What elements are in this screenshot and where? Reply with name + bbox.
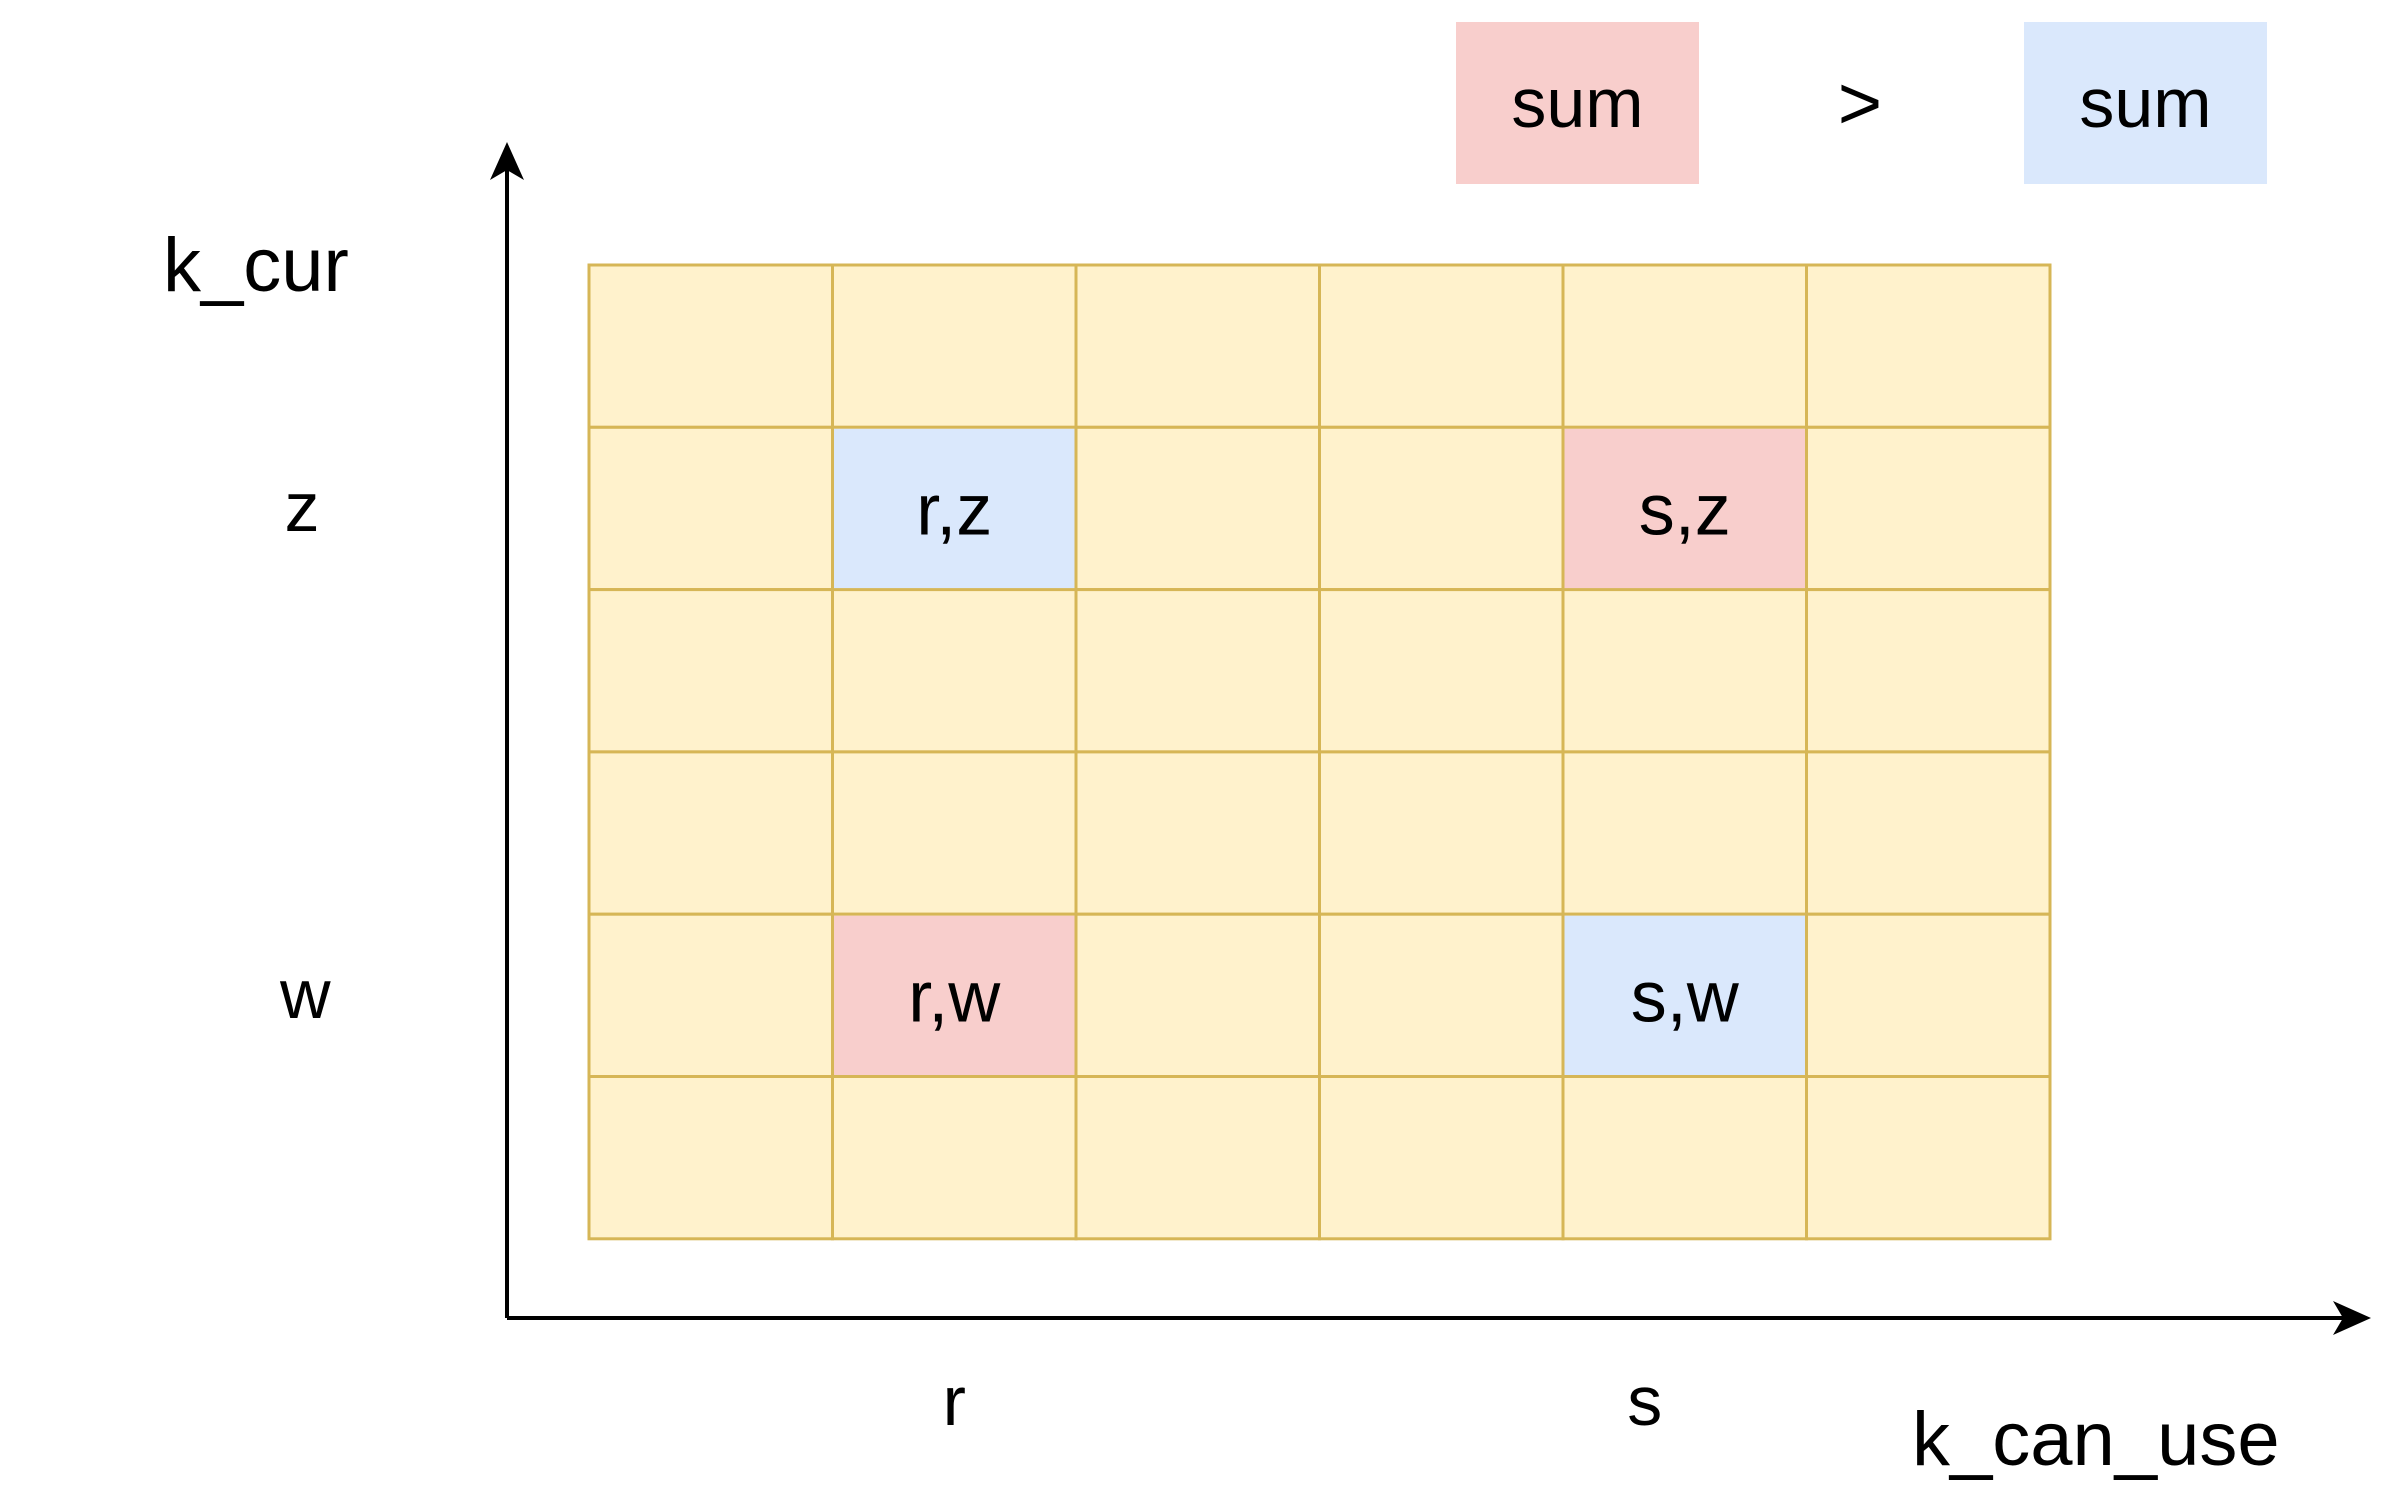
legend-sum-blue: sum <box>2024 22 2267 184</box>
grid-cell-r3-c0 <box>587 750 834 916</box>
grid-cell-r5-c4 <box>1561 1075 1808 1241</box>
legend-greater-than: > <box>1780 22 1940 184</box>
grid-cell-r4-c5 <box>1805 912 2052 1079</box>
grid-cell-r0-c1 <box>831 263 1078 429</box>
grid-cell-r2-c0 <box>587 588 834 754</box>
dp-grid: r,z s,z r,w s,w <box>587 263 2052 1241</box>
grid-cell-r1-c3 <box>1318 425 1565 592</box>
legend-right-label: sum <box>2079 64 2212 142</box>
grid-cell-r1-c2 <box>1074 425 1321 592</box>
highlight-cell-label: r,w <box>908 957 1001 1037</box>
grid-cell-r3-c2 <box>1074 750 1321 916</box>
grid-cell-r2-c4 <box>1561 588 1808 754</box>
grid-cell-r2-c5 <box>1805 588 2052 754</box>
grid-cell-r2-c3 <box>1318 588 1565 754</box>
grid-cell-r2-c1 <box>831 588 1078 754</box>
grid-cell-r4-c0 <box>587 912 834 1079</box>
grid-cell-r4-c2 <box>1074 912 1321 1079</box>
y-tick-label-z: z <box>284 468 320 547</box>
x-tick-label-r: r <box>942 1362 966 1440</box>
grid-cell-r0-c3 <box>1318 263 1565 429</box>
highlight-cell-label: s,w <box>1631 957 1740 1037</box>
highlight-cell-r-w <box>834 915 1075 1075</box>
highlight-cell-label: r,z <box>916 470 992 550</box>
grid-cell-r3-c1 <box>831 750 1078 916</box>
axes <box>490 142 2371 1335</box>
grid-cell-r0-c2 <box>1074 263 1321 429</box>
highlight-cell-s-z <box>1564 428 1805 589</box>
grid-cell-r5-c3 <box>1318 1075 1565 1241</box>
x-tick-label-s: s <box>1627 1362 1663 1440</box>
grid-cell-r5-c5 <box>1805 1075 2052 1241</box>
highlight-cell-r-z <box>834 428 1075 589</box>
grid-cell-r3-c5 <box>1805 750 2052 916</box>
x-axis-title: k_can_use <box>1912 1397 2280 1482</box>
grid-cell-r5-c0 <box>587 1075 834 1241</box>
grid-cell-r0-c4 <box>1561 263 1808 429</box>
grid-cell-r2-c2 <box>1074 588 1321 754</box>
grid-cell-r1-c5 <box>1805 425 2052 592</box>
legend-left-label: sum <box>1511 64 1644 142</box>
grid-cell-r0-c5 <box>1805 263 2052 429</box>
x-axis-arrowhead <box>2333 1301 2371 1335</box>
grid-cell-r0-c0 <box>587 263 834 429</box>
y-tick-label-w: w <box>280 955 331 1034</box>
grid-cell-r4-c3 <box>1318 912 1565 1079</box>
grid-cell-r3-c3 <box>1318 750 1565 916</box>
y-axis-arrowhead <box>490 142 524 180</box>
grid-cell-r1-c0 <box>587 425 834 592</box>
grid-cell-r5-c1 <box>831 1075 1078 1241</box>
grid-cell-r5-c2 <box>1074 1075 1321 1241</box>
y-axis-title: k_cur <box>163 223 349 308</box>
grid-cell-r3-c4 <box>1561 750 1808 916</box>
legend-sum-red: sum <box>1456 22 1699 184</box>
highlight-cell-label: s,z <box>1639 470 1731 550</box>
highlight-cell-s-w <box>1564 915 1805 1075</box>
legend-operator: > <box>1837 60 1883 146</box>
